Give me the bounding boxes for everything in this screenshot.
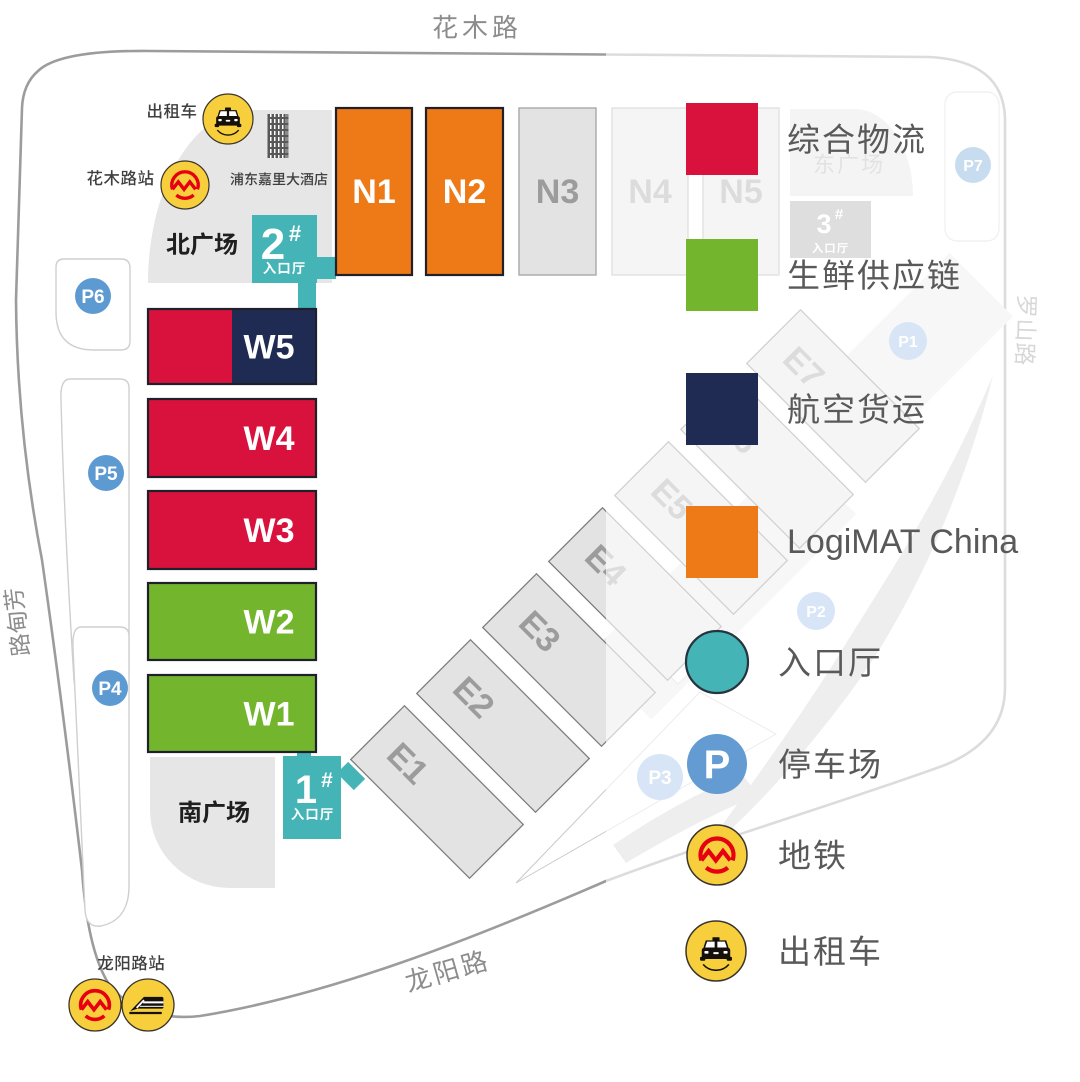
parking-lots-west xyxy=(55,258,131,927)
entrance-hall-2[interactable]: 2# xyxy=(252,215,317,283)
entrance-3-shape xyxy=(790,201,871,258)
legend-item-0[interactable] xyxy=(686,103,924,175)
hall-n1-label: N1 xyxy=(352,173,395,211)
longyang-station-cluster xyxy=(67,955,176,1033)
legend-swatch-2 xyxy=(686,373,758,445)
parking-p5-label: P5 xyxy=(94,464,118,485)
maglev-icon[interactable] xyxy=(120,977,176,1033)
legend-parking-circle xyxy=(687,734,747,794)
hall-n2-shape xyxy=(424,106,505,277)
hall-w3-label: W3 xyxy=(244,512,295,550)
legend-item-2[interactable] xyxy=(686,373,924,445)
hall-e1-shape xyxy=(349,704,525,880)
legend: LogiMAT China P 3# xyxy=(684,103,1018,983)
entrance-2-stem-south xyxy=(298,281,316,311)
hall-w3[interactable]: W3 xyxy=(146,489,318,571)
hall-w3-shape xyxy=(146,489,318,571)
hall-w1-shape xyxy=(146,673,318,754)
hall-w5-border xyxy=(146,307,318,386)
legend-entrance-circle xyxy=(684,629,750,695)
parking-lot-p4[interactable] xyxy=(72,626,130,927)
entrance-1-shape xyxy=(283,756,341,839)
legend-item-4[interactable] xyxy=(684,629,880,695)
taxi-stand-label xyxy=(148,103,197,119)
road-label-longyang xyxy=(403,947,489,994)
hall-n3-label: N3 xyxy=(536,173,579,211)
entrance-2-hash: # xyxy=(289,221,301,246)
metro-icon[interactable] xyxy=(67,977,123,1033)
legend-swatch-3 xyxy=(686,506,758,578)
hall-n1-shape xyxy=(334,106,414,277)
hall-w2-shape xyxy=(146,581,318,662)
entrance-1-number: 1 xyxy=(295,768,317,812)
hall-e2[interactable]: E2 xyxy=(415,638,591,814)
road-label-huamu xyxy=(433,14,518,39)
hall-n3-shape xyxy=(518,107,597,276)
hall-w4-shape xyxy=(146,397,318,479)
entrance-hall-3[interactable]: 3# xyxy=(790,201,871,258)
hall-w4-label: W4 xyxy=(244,420,295,458)
hall-n2[interactable]: N2 xyxy=(424,106,505,277)
parking-p6-circle xyxy=(75,278,111,314)
hall-w5-left-shape xyxy=(149,310,232,383)
hall-w1[interactable]: W1 xyxy=(146,673,318,754)
hall-e2-shape xyxy=(415,638,591,814)
south-plaza xyxy=(150,757,275,888)
entrance-3-hash: # xyxy=(835,206,844,223)
hall-w4[interactable]: W4 xyxy=(146,397,318,479)
hall-n2-label: N2 xyxy=(443,173,486,211)
entrance-hall-1[interactable]: 1# xyxy=(283,756,341,839)
entrance-1-stem-east xyxy=(336,761,366,791)
parking-p5-circle xyxy=(88,455,124,491)
hall-e1[interactable]: E1 xyxy=(349,704,525,880)
hotel-building-icon xyxy=(267,114,289,158)
road-label-fangdian xyxy=(2,587,32,657)
hall-n1[interactable]: N1 xyxy=(334,106,414,277)
taxi-icon[interactable] xyxy=(202,93,254,145)
legend-item-1[interactable] xyxy=(686,239,960,311)
legend-item-3[interactable]: LogiMAT China xyxy=(686,506,1018,578)
legend-label-3: LogiMAT China xyxy=(787,523,1018,561)
fade-overlay xyxy=(606,0,1080,1082)
hall-w5-label: W5 xyxy=(244,329,295,367)
parking-p4[interactable]: P4 xyxy=(92,670,128,706)
entrance-3-number: 3 xyxy=(816,209,831,239)
parking-p5[interactable]: P5 xyxy=(88,455,124,491)
hall-w5[interactable]: W5 xyxy=(146,307,318,386)
metro-icon[interactable] xyxy=(159,159,211,211)
taxi-icon xyxy=(684,919,748,983)
longyang-road-station-label xyxy=(97,955,165,971)
legend-swatch-1 xyxy=(686,239,758,311)
parking-p6[interactable]: P6 xyxy=(75,278,111,314)
legend-swatch-0 xyxy=(686,103,758,175)
legend-item-5[interactable]: P xyxy=(687,734,880,794)
hall-w1-label: W1 xyxy=(244,696,295,734)
entrance-1-hash: # xyxy=(321,769,333,792)
huamu-road-station-label xyxy=(87,170,154,186)
parking-p4-label: P4 xyxy=(98,679,122,700)
legend-parking-p: P xyxy=(704,743,731,787)
hall-w2-label: W2 xyxy=(244,604,295,642)
entrance-2-number: 2 xyxy=(261,220,285,269)
parking-p6-label: P6 xyxy=(81,287,104,308)
hall-w5-right-shape xyxy=(232,310,316,383)
metro-icon xyxy=(687,825,747,885)
hall-n3[interactable]: N3 xyxy=(518,107,597,276)
hall-w2[interactable]: W2 xyxy=(146,581,318,662)
entrance-2-stem-east xyxy=(315,257,336,279)
parking-p4-circle xyxy=(92,670,128,706)
